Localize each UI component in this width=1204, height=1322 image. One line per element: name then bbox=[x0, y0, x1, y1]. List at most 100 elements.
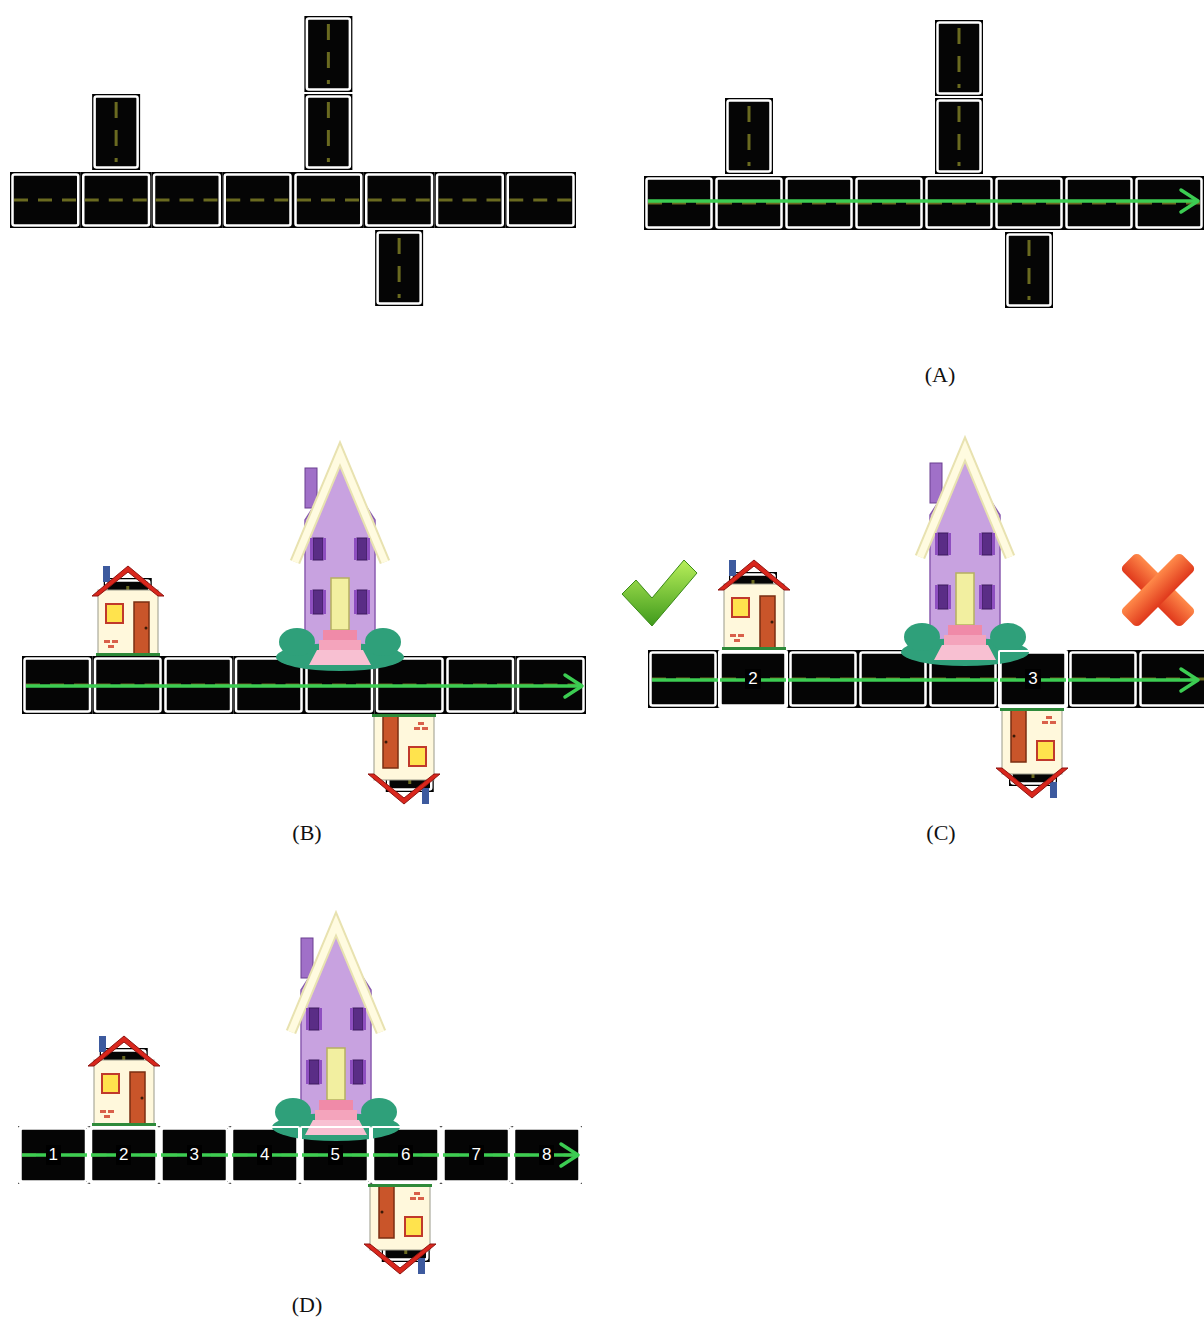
road-tile bbox=[1067, 179, 1132, 228]
lane-marking bbox=[748, 106, 751, 166]
tile-number: 5 bbox=[328, 1145, 343, 1165]
lane-marking bbox=[368, 199, 431, 202]
road-tile bbox=[1137, 179, 1202, 228]
road-tile-ground bbox=[375, 230, 423, 306]
tile-number: 2 bbox=[745, 669, 760, 689]
lane-marking bbox=[327, 102, 330, 162]
lane-marking bbox=[958, 106, 961, 166]
arrows bbox=[22, 190, 1198, 1166]
numbered-road-tile: 2 bbox=[89, 1126, 160, 1184]
tile-number: 1 bbox=[46, 1145, 61, 1165]
road-tile bbox=[997, 179, 1062, 228]
road-tile bbox=[154, 175, 220, 226]
lane-marking bbox=[115, 102, 118, 162]
road-tile-ground bbox=[935, 20, 983, 96]
direction-arrow bbox=[648, 199, 1198, 203]
road-tile bbox=[225, 175, 291, 226]
numbered-road-tile: 5 bbox=[300, 1126, 371, 1184]
lane-marking bbox=[297, 199, 360, 202]
road-tile-ground bbox=[152, 172, 223, 228]
road-tile bbox=[366, 175, 432, 226]
tile-number: 7 bbox=[469, 1145, 484, 1165]
road-tile-ground bbox=[92, 94, 140, 170]
direction-arrow bbox=[26, 684, 582, 688]
lane-marking bbox=[226, 199, 289, 202]
road-tile-ground bbox=[304, 16, 352, 92]
road-tile-ground bbox=[854, 176, 924, 230]
tile-number: 2 bbox=[116, 1145, 131, 1165]
arrow-head bbox=[565, 675, 582, 697]
numbered-road-tile: 2 bbox=[718, 650, 788, 708]
lane-marking bbox=[14, 199, 77, 202]
road-tile bbox=[938, 101, 981, 172]
house bbox=[718, 560, 790, 650]
house bbox=[88, 1036, 160, 1126]
roads bbox=[10, 16, 1204, 1262]
road-tile bbox=[857, 179, 922, 228]
road-tile bbox=[927, 179, 992, 228]
road bbox=[644, 20, 1204, 308]
tile-number: 3 bbox=[1025, 669, 1040, 689]
panel-label: (C) bbox=[926, 820, 955, 846]
road-tile bbox=[13, 175, 79, 226]
arrow-head bbox=[1181, 669, 1198, 691]
panel-label: (D) bbox=[292, 1292, 323, 1318]
lane-marking bbox=[327, 24, 330, 84]
tile-number: 6 bbox=[398, 1145, 413, 1165]
panel-label: (A) bbox=[925, 362, 956, 388]
road bbox=[10, 16, 576, 306]
road-tile bbox=[296, 175, 362, 226]
tall-house bbox=[901, 449, 1029, 666]
road-tile-ground bbox=[505, 172, 576, 228]
road-tile-ground bbox=[935, 98, 983, 174]
house bbox=[92, 566, 164, 656]
road-tile-ground bbox=[644, 176, 714, 230]
tile-number: 8 bbox=[539, 1145, 554, 1165]
road-tile bbox=[83, 175, 149, 226]
numbered-road-tile: 6 bbox=[371, 1126, 442, 1184]
road-tile-ground bbox=[222, 172, 293, 228]
lane-marking bbox=[958, 28, 961, 88]
road-tile bbox=[1008, 235, 1051, 306]
road-tile-ground bbox=[714, 176, 784, 230]
lane-marking bbox=[398, 238, 401, 298]
road-tile-ground bbox=[1064, 176, 1134, 230]
road-tile bbox=[378, 233, 421, 304]
road-tile bbox=[787, 179, 852, 228]
numbered-road-tile: 8 bbox=[512, 1126, 583, 1184]
road-tile bbox=[508, 175, 574, 226]
cross-mark bbox=[1120, 552, 1196, 628]
road-tile-ground bbox=[10, 172, 81, 228]
road-tile-ground bbox=[1134, 176, 1204, 230]
numbered-road-tile: 3 bbox=[998, 650, 1068, 708]
road-tile bbox=[437, 175, 503, 226]
lane-marking bbox=[509, 199, 572, 202]
road-tile bbox=[717, 179, 782, 228]
road-tile bbox=[307, 19, 350, 90]
tile-number: 3 bbox=[187, 1145, 202, 1165]
road-tile-ground bbox=[1005, 232, 1053, 308]
road-tile-ground bbox=[293, 172, 364, 228]
tall-house bbox=[272, 924, 400, 1141]
tile-number: 4 bbox=[257, 1145, 272, 1165]
house-upside-down bbox=[364, 1184, 436, 1274]
road-tile-ground bbox=[994, 176, 1064, 230]
road-tile bbox=[728, 101, 771, 172]
house-upside-down bbox=[996, 708, 1068, 798]
numbered-road-tile: 1 bbox=[18, 1126, 89, 1184]
lane-marking bbox=[85, 199, 148, 202]
road-tile-ground bbox=[435, 172, 506, 228]
direction-arrow bbox=[652, 678, 1198, 682]
road-tile bbox=[647, 179, 712, 228]
road-tile bbox=[307, 97, 350, 168]
numbered-road-tile: 4 bbox=[230, 1126, 301, 1184]
road-tile-ground bbox=[725, 98, 773, 174]
road-tile-ground bbox=[784, 176, 854, 230]
numbered-road-tile: 3 bbox=[159, 1126, 230, 1184]
lane-marking bbox=[1028, 240, 1031, 300]
road-tile bbox=[95, 97, 138, 168]
road-tile bbox=[938, 23, 981, 94]
road-tile-ground bbox=[364, 172, 435, 228]
